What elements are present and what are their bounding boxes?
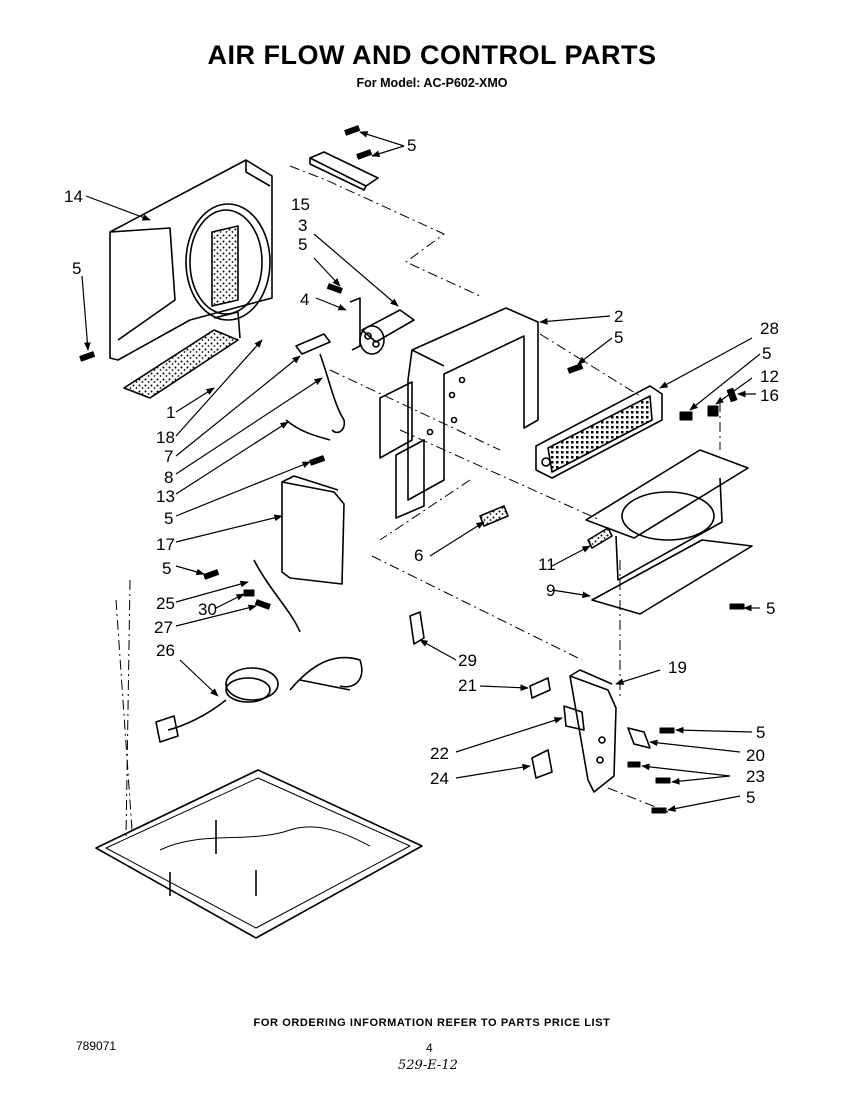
callout-24: 24: [430, 769, 449, 788]
callout-5: 5: [298, 235, 307, 254]
callout-5: 5: [162, 559, 171, 578]
clip-part-29: [409, 611, 425, 645]
callout-22: 22: [430, 744, 449, 763]
callout-23: 23: [746, 767, 765, 786]
callout-5: 5: [766, 599, 775, 618]
capacitor-part-3: [359, 309, 415, 355]
fan-shroud-part-9: [585, 449, 753, 615]
callout-labels: 5 14 15 3 5 5 4 2 5 28 5 12 16 1 18 7 8 …: [64, 136, 779, 807]
callout-14: 14: [64, 187, 83, 206]
power-cord-part-26: [155, 656, 363, 743]
callout-6: 6: [414, 546, 423, 565]
assembly-guide-lines: [115, 165, 721, 839]
callout-8: 8: [164, 468, 173, 487]
callout-9: 9: [546, 581, 555, 600]
callout-29: 29: [458, 651, 477, 670]
callout-5: 5: [614, 328, 623, 347]
foam-strip-part-1: [123, 311, 241, 399]
scroll-housing-part-14: [109, 159, 273, 361]
capacitor-bracket-part-4: [349, 297, 361, 351]
callout-20: 20: [746, 746, 765, 765]
callout-25: 25: [156, 594, 175, 613]
page-title: AIR FLOW AND CONTROL PARTS: [207, 40, 657, 70]
callout-19: 19: [668, 658, 687, 677]
wire-harness-part-8: [285, 419, 331, 441]
thermostat-switch-part-24: [531, 749, 553, 779]
callout-13: 13: [156, 487, 175, 506]
callout-7: 7: [164, 447, 173, 466]
page-number: 4: [426, 1041, 433, 1055]
knob-part-20: [627, 727, 651, 749]
callout-1: 1: [166, 403, 175, 422]
callout-15: 15: [291, 195, 310, 214]
callout-18: 18: [156, 428, 175, 447]
callout-16: 16: [760, 386, 779, 405]
callout-5: 5: [762, 344, 771, 363]
thermostat-part-7: [295, 333, 346, 434]
callout-28: 28: [760, 319, 779, 338]
control-plate-part-19: [569, 669, 617, 793]
document-number: 789071: [76, 1039, 117, 1053]
callout-30: 30: [198, 600, 217, 619]
felt-pad-part-6: [479, 505, 509, 527]
callout-3: 3: [298, 216, 307, 235]
leader-lines: [81, 131, 761, 812]
callout-2: 2: [614, 307, 623, 326]
control-bracket-part-2: [379, 307, 539, 519]
callout-5: 5: [72, 259, 81, 278]
callout-21: 21: [458, 676, 477, 695]
callout-5: 5: [756, 723, 765, 742]
spacer-part-11: [587, 527, 613, 549]
handwritten-code: 529-E-12: [398, 1058, 458, 1073]
bracket-part-21: [529, 677, 551, 699]
callout-26: 26: [156, 641, 175, 660]
callout-27: 27: [154, 618, 173, 637]
callout-5: 5: [164, 509, 173, 528]
screws: [79, 125, 745, 814]
callout-12: 12: [760, 367, 779, 386]
callout-11: 11: [538, 555, 556, 574]
callout-17: 17: [156, 535, 175, 554]
callout-4: 4: [300, 290, 309, 309]
wire-part-25: [253, 559, 301, 633]
model-subtitle: For Model: AC-P602-XMO: [356, 76, 508, 90]
switch-plate-part-17: [281, 475, 345, 585]
callout-5: 5: [746, 788, 755, 807]
bracket-part-15: [309, 151, 379, 191]
grille-part-28: [535, 385, 663, 479]
selector-switch-part-22: [563, 705, 585, 731]
callout-5: 5: [407, 136, 416, 155]
ordering-note: FOR ORDERING INFORMATION REFER TO PARTS …: [253, 1017, 611, 1029]
base-pan: [95, 769, 423, 939]
